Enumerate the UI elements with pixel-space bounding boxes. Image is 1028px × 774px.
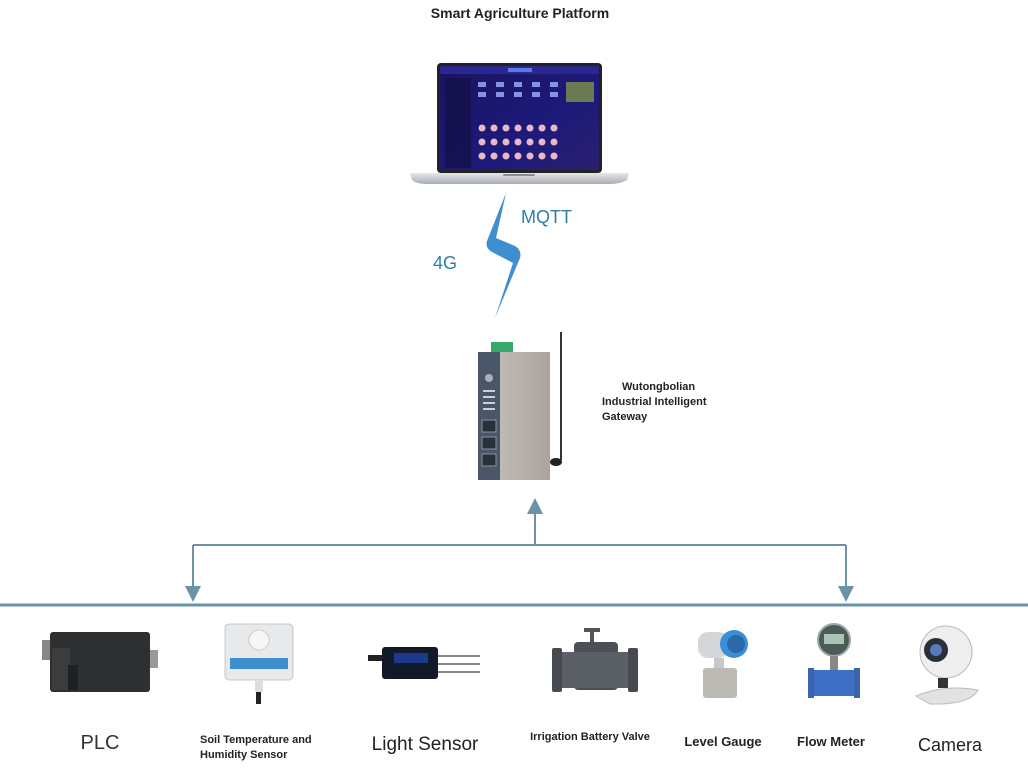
network-label: 4G — [433, 253, 458, 273]
gateway-label: Wutongbolian Industrial Intelligent Gate… — [602, 380, 707, 425]
soil-sensor-icon — [224, 623, 294, 704]
device-label-plc: PLC — [80, 732, 120, 754]
light-sensor-icon — [368, 647, 480, 679]
device-label-level-gauge: Level Gauge — [684, 734, 762, 749]
flow-meter-icon — [808, 623, 860, 698]
device-label-light-sensor: Light Sensor — [371, 734, 479, 755]
device-label-camera: Camera — [917, 735, 983, 755]
gateway-icon — [478, 332, 562, 480]
laptop-icon — [410, 63, 629, 184]
lightning-bolt-icon — [486, 193, 521, 318]
connector-lines — [185, 498, 854, 602]
plc-icon — [42, 632, 158, 692]
device-label-soil-line2: Humidity Sensor — [200, 749, 288, 761]
gateway-label-line2: Industrial Intelligent — [602, 396, 707, 408]
diagram-title: Smart Agriculture Platform — [430, 5, 610, 21]
camera-icon — [914, 625, 979, 705]
level-gauge-icon — [698, 630, 748, 698]
device-label-flow-meter: Flow Meter — [797, 734, 865, 749]
device-label-valve: Irrigation Battery Valve — [530, 731, 650, 743]
device-label-soil-sensor: Soil Temperature and Humidity Sensor — [200, 733, 330, 763]
valve-icon — [552, 628, 638, 692]
gateway-label-line3: Gateway — [602, 411, 648, 423]
device-label-soil-line1: Soil Temperature and — [200, 734, 312, 746]
protocol-label: MQTT — [521, 207, 572, 227]
gateway-label-line1: Wutongbolian — [622, 381, 696, 393]
